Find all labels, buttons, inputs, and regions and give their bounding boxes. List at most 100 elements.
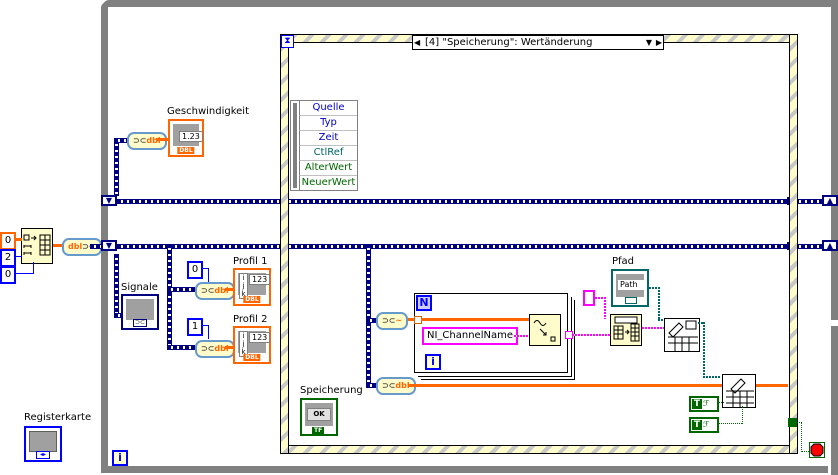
array-init-const-1[interactable]: 2 xyxy=(0,249,16,267)
dbl-type: dbl xyxy=(146,136,161,145)
empty-string-const[interactable] xyxy=(583,290,595,306)
wire-dbl xyxy=(156,138,168,141)
wire-path xyxy=(703,376,721,378)
bool-value: T xyxy=(692,420,702,430)
profil2-index-const[interactable]: 1 xyxy=(187,318,203,336)
type-tag: DBL xyxy=(243,296,261,303)
wire-path xyxy=(698,322,704,324)
stop-terminal[interactable] xyxy=(809,442,825,458)
iteration-label: i xyxy=(431,355,435,368)
dbl-type: dbl xyxy=(214,344,229,353)
wire-path xyxy=(658,319,664,321)
wire-int xyxy=(201,268,209,269)
wire-int xyxy=(208,325,209,339)
wire-cluster-branch xyxy=(167,345,195,350)
pfad-control[interactable]: Path xyxy=(611,269,649,307)
bundle-to-cluster[interactable]: dbl⊃⊂ xyxy=(62,238,102,256)
wire-cluster-branch xyxy=(114,140,119,196)
for-iteration-terminal[interactable]: i xyxy=(425,354,441,370)
event-data-node[interactable]: Quelle Typ Zeit CtlRef AlterWert NeuerWe… xyxy=(290,100,358,191)
shift-register-left-2[interactable]: ▼ xyxy=(101,240,117,251)
index-cluster-profil1[interactable]: ⊃⊂dbl xyxy=(195,282,235,300)
while-loop[interactable] xyxy=(101,0,838,473)
prev-case-arrow-icon[interactable]: ◀ xyxy=(414,38,421,47)
profil2-label: Profil 2 xyxy=(233,314,268,325)
wire-int xyxy=(14,256,22,257)
while-loop-left-border xyxy=(101,2,108,473)
index-k: k xyxy=(241,290,246,298)
event-case-selector[interactable]: ◀ [4] "Speicherung": Wertänderung ▼ ▶ xyxy=(412,35,664,50)
dbl-type: dbl xyxy=(214,286,229,295)
shift-register-right-1[interactable]: ▲ xyxy=(822,195,838,206)
event-field-ctlref[interactable]: CtlRef xyxy=(299,146,357,161)
const-value: 0 xyxy=(4,269,12,280)
wire-cluster-branch xyxy=(366,244,371,386)
speicherung-label: Speicherung xyxy=(300,385,363,396)
registerkarte-control[interactable]: ◂▸ xyxy=(24,426,62,462)
wire-bool xyxy=(796,422,802,424)
wire-cluster xyxy=(90,244,102,249)
type-tag: DBL xyxy=(243,354,261,361)
wire-string xyxy=(604,297,606,319)
unbundle-dbl[interactable]: ⊃⊂dbl xyxy=(376,377,416,395)
write-spreadsheet-function-2[interactable] xyxy=(722,374,756,408)
initialize-array-function[interactable] xyxy=(21,228,53,264)
for-count-terminal[interactable]: N xyxy=(416,295,432,311)
event-field-zeit[interactable]: Zeit xyxy=(299,131,357,146)
cluster-icon: ⊃⊂ xyxy=(133,319,147,327)
unbundle-waveform[interactable]: ⊃⊂~ xyxy=(376,312,409,330)
speicherung-control[interactable]: OK TF xyxy=(300,398,338,436)
signale-control[interactable]: ⊃⊂ xyxy=(121,294,159,330)
geschwindigkeit-indicator[interactable]: 1.23 DBL xyxy=(168,119,204,157)
const-value: 1 xyxy=(191,321,199,332)
build-array-function[interactable] xyxy=(610,314,642,346)
path-value: Path xyxy=(618,280,644,290)
wire-string xyxy=(595,297,605,299)
timeout-terminal-hourglass-icon[interactable]: ⧗ xyxy=(281,35,294,48)
unbundle-geschwindigkeit[interactable]: ⊃⊂dbl xyxy=(127,132,167,150)
path-icon xyxy=(625,297,637,304)
shift-register-left-1[interactable]: ▼ xyxy=(101,195,117,206)
get-waveform-attribute-function[interactable] xyxy=(529,314,561,346)
tab-control-body xyxy=(29,431,57,452)
array-init-const-2[interactable]: 0 xyxy=(0,266,16,284)
wire-dbl xyxy=(408,384,788,387)
dbl-type: dbl xyxy=(68,242,83,251)
next-case-arrow-icon[interactable]: ▶ xyxy=(655,38,662,47)
wire-cluster-branch xyxy=(114,254,119,316)
event-field-quelle[interactable]: Quelle xyxy=(299,101,357,116)
while-iteration-terminal[interactable]: i xyxy=(112,450,128,466)
write-spreadsheet-function-1[interactable] xyxy=(664,318,700,352)
wire-int xyxy=(201,325,209,326)
event-field-alterwert[interactable]: AlterWert xyxy=(299,161,357,176)
wire-waveform-inner xyxy=(421,318,529,321)
channel-name-string-const[interactable]: NI_ChannelName xyxy=(422,327,518,345)
indicator-value: 123 xyxy=(249,274,271,285)
type-tag: TF xyxy=(312,427,325,434)
event-border-bottom xyxy=(281,445,797,453)
signale-label: Signale xyxy=(121,282,158,293)
array-init-const-0[interactable]: 0 xyxy=(0,232,16,250)
event-field-neuerwert[interactable]: NeuerWert xyxy=(299,176,357,190)
const-value: 0 xyxy=(191,264,199,275)
wire-cluster-branch xyxy=(366,318,378,323)
wire-cluster-branch xyxy=(114,138,128,143)
wire-cluster-branch xyxy=(167,287,195,292)
wire-bool xyxy=(718,402,724,404)
while-loop-top-border xyxy=(103,0,838,7)
wire-path xyxy=(703,322,705,378)
ok-button-value: OK xyxy=(307,408,331,421)
case-dropdown-icon[interactable]: ▼ xyxy=(645,38,652,47)
wire-bool xyxy=(742,406,744,424)
const-value: 0 xyxy=(4,235,12,246)
shift-register-right-2[interactable]: ▲ xyxy=(822,240,838,251)
index-cluster-profil2[interactable]: ⊃⊂dbl xyxy=(195,340,235,358)
profil1-index-const[interactable]: 0 xyxy=(187,261,203,279)
index-j: j xyxy=(242,282,245,290)
wire-dbl xyxy=(14,238,22,241)
event-field-typ[interactable]: Typ xyxy=(299,116,357,131)
